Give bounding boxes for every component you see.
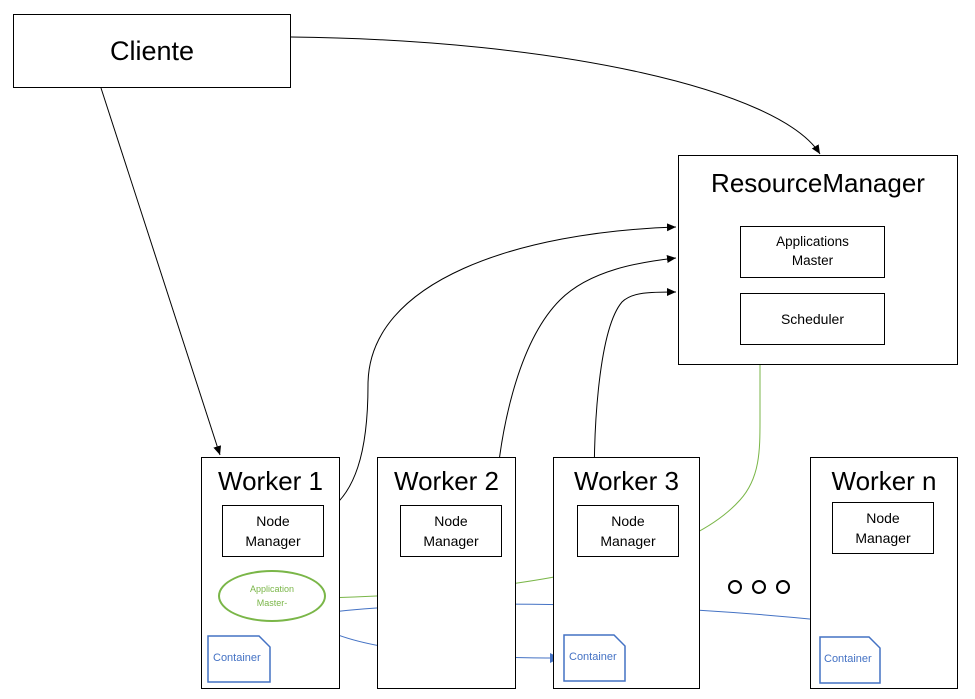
container-label: Container [824, 653, 872, 665]
scheduler-label: Scheduler [780, 311, 845, 327]
container-2-document-icon [563, 634, 626, 682]
node-manager-box: Node Manager [400, 505, 502, 557]
client-label: Cliente [109, 35, 195, 66]
node-manager-line1: Node [611, 512, 645, 529]
node-manager-line2: Manager [423, 533, 479, 549]
applications-master-line1: Applications [776, 234, 849, 250]
applications-master-box: Applications Master [740, 226, 885, 278]
arrow-worker3-nodemanager-to-resourcemanager [593, 288, 677, 506]
worker-title: Worker n [831, 466, 937, 496]
container-1-document-icon [207, 635, 271, 683]
container-label: Container [213, 652, 261, 664]
client-box: Cliente [13, 14, 291, 88]
resource-manager-title: ResourceManager [711, 168, 925, 198]
applications-master-line2: Master [791, 253, 834, 268]
arrow-worker1-nodemanager-to-resourcemanager [309, 223, 677, 520]
node-manager-line2: Manager [600, 533, 656, 549]
worker-title: Worker 2 [394, 466, 499, 496]
scheduler-box: Scheduler [740, 293, 885, 345]
ellipsis-circle-icon [728, 580, 742, 594]
node-manager-line1: Node [256, 512, 290, 529]
ellipsis-circle-icon [776, 580, 790, 594]
node-manager-box: Node Manager [222, 505, 324, 557]
node-manager-line2: Manager [245, 533, 301, 549]
application-master-ellipse: Application Master- [218, 570, 326, 622]
worker-2-box: Worker 2 Node Manager [377, 457, 516, 689]
ellipsis-circles [728, 578, 794, 598]
worker-title: Worker 3 [574, 466, 679, 496]
container-3-document-icon [819, 636, 881, 684]
node-manager-line2: Manager [855, 530, 911, 546]
node-manager-box: Node Manager [577, 505, 679, 557]
arrow-worker2-nodemanager-to-resourcemanager [493, 255, 677, 532]
node-manager-line1: Node [434, 512, 468, 529]
application-master-line1: Application [249, 583, 295, 594]
node-manager-line1: Node [866, 509, 900, 526]
node-manager-box: Node Manager [832, 502, 934, 554]
application-master-line2: Master- [256, 598, 288, 608]
arrow-client-to-worker1 [100, 87, 222, 456]
arrow-client-to-resourcemanager [290, 36, 821, 155]
container-label: Container [569, 651, 617, 663]
ellipsis-circle-icon [752, 580, 766, 594]
worker-title: Worker 1 [218, 466, 323, 496]
